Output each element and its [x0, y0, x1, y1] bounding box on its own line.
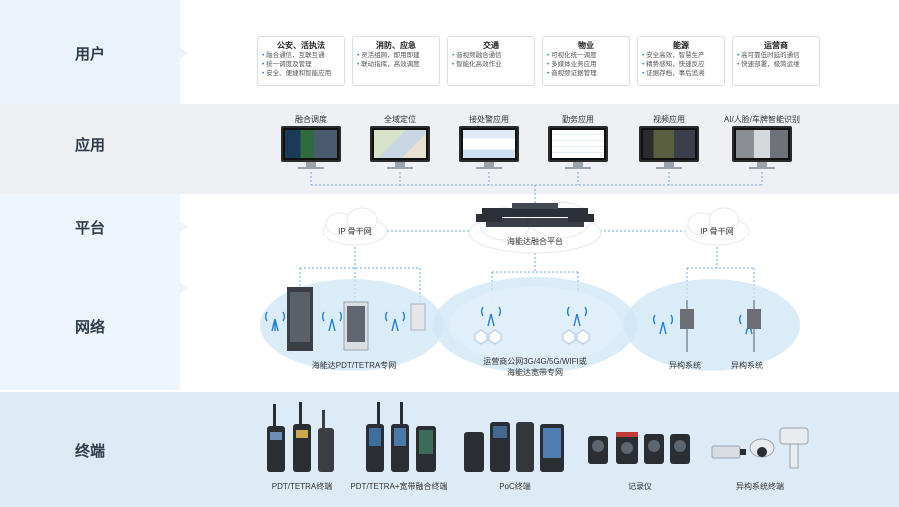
network-label-public-line2: 海能达宽带专网 — [507, 368, 563, 377]
poc-terminal-icons — [464, 422, 564, 472]
hexagon-cell-icons — [474, 329, 590, 345]
body-camera-icons — [588, 432, 690, 464]
app-global-location: 全域定位 — [368, 114, 432, 169]
monitor-icon — [639, 126, 699, 162]
layer-label-platform: 平台 — [74, 219, 105, 237]
user-card-line: 安全高效，智慧生产 — [642, 51, 720, 60]
user-card-fire: 消防、应急 灵活组网，即用即建 联动指挥，高效调度 — [352, 36, 440, 86]
cloud-icon-right — [684, 207, 750, 246]
user-card-line: 联动指挥，高效调度 — [357, 60, 435, 69]
user-card-line: 统一调度及管理 — [262, 60, 340, 69]
heterogeneous-pole-icons — [680, 300, 761, 352]
server-icon — [476, 203, 594, 227]
pdt-radio-icons — [267, 402, 334, 472]
outdoor-unit-icon — [410, 303, 426, 331]
network-tab-pointer — [178, 281, 188, 295]
user-card-line: 融合通信，互联互通 — [262, 51, 340, 60]
user-card-title: 能源 — [673, 41, 689, 50]
monitor-icon — [548, 126, 608, 162]
layer-label-terminals: 终端 — [74, 442, 105, 460]
terminal-label-hetero: 异构系统终端 — [736, 482, 784, 491]
user-card-title: 物业 — [578, 41, 594, 50]
user-card-line: 可视化统一调度 — [547, 51, 625, 60]
monitor-icon — [459, 126, 519, 162]
app-connector-lines — [299, 172, 763, 305]
terminal-label-poc: PoC终端 — [499, 482, 531, 491]
app-label: 融合调度 — [295, 115, 327, 124]
app-label: 接处警应用 — [469, 115, 509, 124]
network-label-hetero-a: 异构系统 — [669, 361, 701, 370]
user-card-police: 公安、活执法 融合通信，互联互通 统一调度及管理 安全、便捷和智能应用 — [257, 36, 345, 86]
user-card-line: 灵活组网，即用即建 — [357, 51, 435, 60]
user-card-line: 智能化高效作业 — [452, 60, 530, 69]
app-video: 视频应用 — [637, 114, 701, 169]
app-label: 勤务应用 — [562, 115, 594, 124]
app-label: 视频应用 — [653, 115, 685, 124]
user-card-line: 精势感知，快速反应 — [642, 60, 720, 69]
user-card-line: 高可靠低时延的通信 — [737, 51, 815, 60]
terminal-label-fusion: PDT/TETRA+宽带融合终端 — [350, 482, 448, 491]
user-card-title: 消防、应急 — [376, 41, 416, 50]
app-label: 全域定位 — [384, 115, 416, 124]
user-card-title: 运营商 — [764, 41, 788, 50]
network-label-private: 海能达PDT/TETRA专网 — [311, 361, 397, 370]
user-card-title: 公安、活执法 — [277, 41, 325, 50]
monitor-icon — [281, 126, 341, 162]
user-card-title: 交通 — [483, 41, 499, 50]
platform-label-band — [0, 194, 180, 390]
layer-label-users: 用户 — [74, 45, 105, 63]
user-card-line: 快速部署，极简运维 — [737, 60, 815, 69]
layer-label-network: 网络 — [74, 318, 105, 336]
user-card-property: 物业 可视化统一调度 多媒体业务应用 音视频证据管理 — [542, 36, 630, 86]
antenna-icons — [264, 306, 760, 335]
users-tab-pointer — [178, 46, 188, 60]
user-card-line: 安全、便捷和智能应用 — [262, 69, 340, 78]
user-card-energy: 能源 安全高效，智慧生产 精势感知，快速反应 证据存档，事后追溯 — [637, 36, 725, 86]
terminal-label-pdt: PDT/TETRA终端 — [271, 482, 333, 491]
network-label-hetero-b: 异构系统 — [731, 361, 763, 370]
app-alarm-response: 接处警应用 — [457, 114, 521, 169]
user-card-line: 音视频证据管理 — [547, 69, 625, 78]
monitor-icon — [370, 126, 430, 162]
users-label-band — [0, 0, 180, 104]
user-card-carrier: 运营商 高可靠低时延的通信 快速部署，极简运维 — [732, 36, 820, 86]
terminals-band — [0, 392, 899, 507]
fusion-terminal-icons — [366, 402, 436, 472]
app-duty: 勤务应用 — [546, 114, 610, 169]
user-card-line: 证据存档，事后追溯 — [642, 69, 720, 78]
cloud-label-left: IP 骨干网 — [338, 227, 372, 236]
cloud-icon-left — [322, 207, 388, 246]
platform-core-label: 海能达融合平台 — [507, 237, 563, 246]
app-fusion-dispatch: 融合调度 — [279, 114, 343, 169]
app-label: AI/人脸/车牌智能识别 — [723, 115, 800, 124]
network-label-public-line1: 运营商公网3G/4G/5G/WIFI或 — [483, 357, 587, 366]
user-card-line: 多媒体业务应用 — [547, 60, 625, 69]
app-ai-recognition: AI/人脸/车牌智能识别 — [720, 114, 804, 169]
user-card-traffic: 交通 音视频融合通信 智能化高效作业 — [447, 36, 535, 86]
base-station-rack-icon — [287, 287, 369, 351]
layer-label-apps: 应用 — [74, 136, 105, 154]
surveillance-camera-icons — [711, 427, 809, 469]
user-card-line: 音视频融合通信 — [452, 51, 530, 60]
cloud-label-right: IP 骨干网 — [700, 227, 734, 236]
terminal-label-recorder: 记录仪 — [628, 482, 652, 491]
network-zone-right — [624, 279, 800, 371]
platform-tab-pointer — [178, 220, 188, 234]
monitor-icon — [732, 126, 792, 162]
